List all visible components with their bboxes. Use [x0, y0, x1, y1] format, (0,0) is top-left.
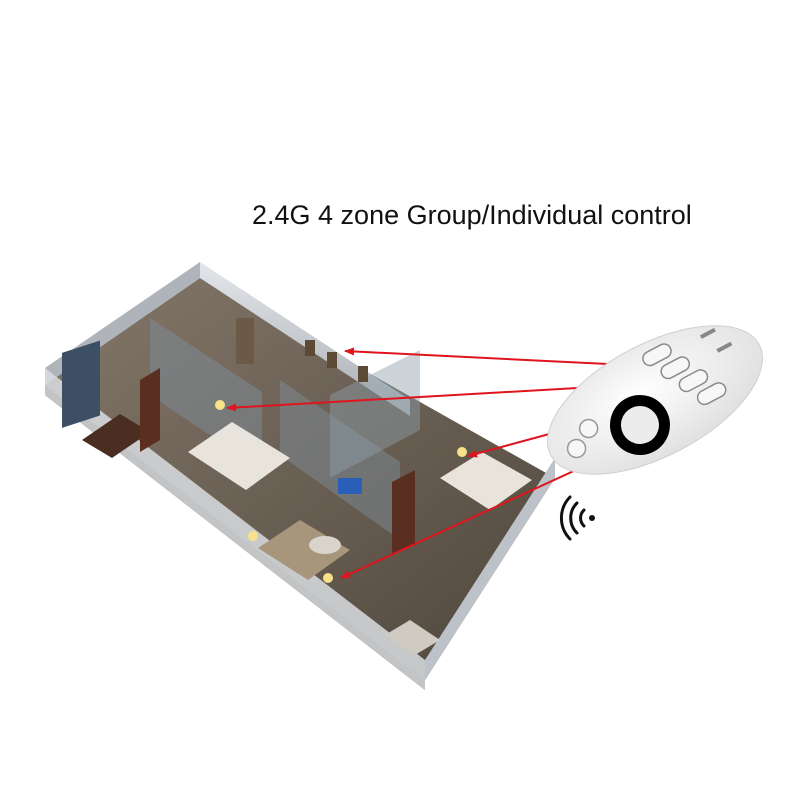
wall-frame-2: [327, 352, 337, 368]
zone-1-buttons[interactable]: [640, 342, 673, 368]
remote-logo-mark: [699, 327, 716, 339]
control-ring-inner[interactable]: [614, 399, 665, 450]
back-wall: [200, 262, 410, 416]
sofa: [258, 520, 350, 580]
wardrobe-right: [392, 470, 415, 555]
wall-frame-1: [305, 340, 315, 356]
window-left: [62, 340, 100, 428]
cabinet-left: [82, 414, 150, 458]
bed-right: [440, 452, 532, 510]
wardrobe: [140, 368, 160, 452]
door-frame: [236, 318, 254, 364]
off-button[interactable]: [576, 416, 600, 440]
zone-3-buttons[interactable]: [677, 367, 710, 393]
partition-2: [280, 380, 400, 540]
power-button[interactable]: [564, 436, 588, 460]
headline: 2.4G 4 zone Group/Individual control: [252, 200, 692, 230]
zone-buttons[interactable]: [640, 327, 728, 421]
lamp-zone-3: [457, 447, 467, 457]
remote-control: [547, 325, 763, 475]
tv: [338, 478, 362, 494]
lamp-zone-2: [215, 400, 225, 410]
partition-3: [330, 350, 420, 478]
floor-plan-illustration: [45, 262, 555, 690]
zone-2-buttons[interactable]: [659, 355, 692, 381]
bed-left: [188, 422, 290, 490]
lower-right-sofa: [385, 620, 440, 655]
right-wall: [425, 458, 555, 680]
wall-frame-3: [358, 366, 368, 382]
lamp-zone-4b: [323, 573, 333, 583]
lamp-zone-4a: [248, 531, 258, 541]
coffee-table: [309, 536, 341, 554]
signal-waves-icon: [559, 495, 595, 541]
remote-logo-mark-2: [716, 341, 733, 353]
zone-4-buttons[interactable]: [695, 380, 728, 406]
